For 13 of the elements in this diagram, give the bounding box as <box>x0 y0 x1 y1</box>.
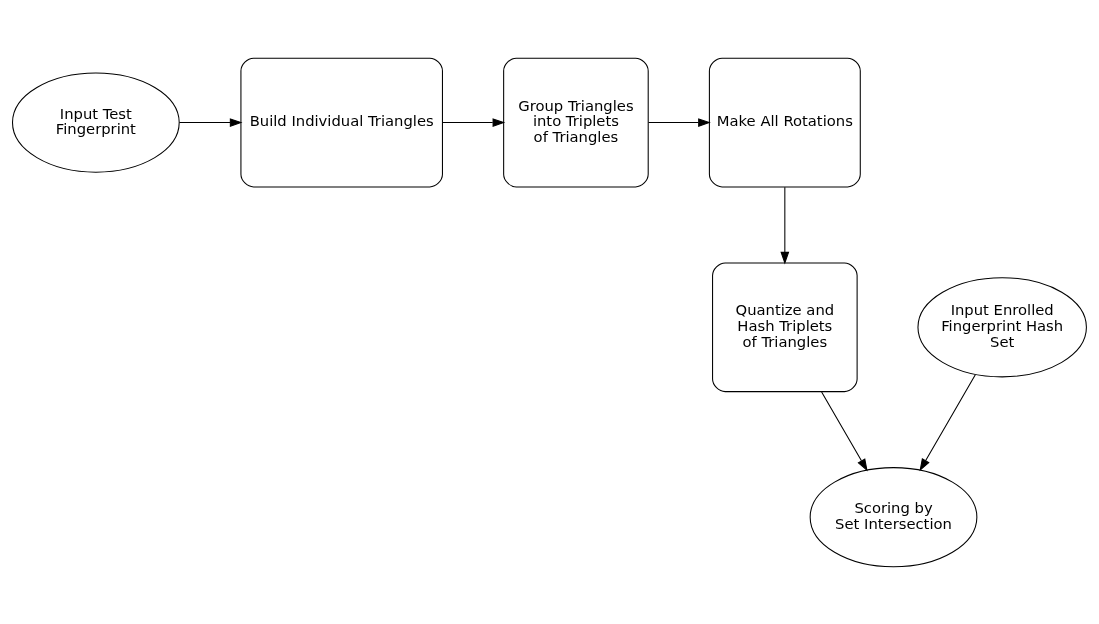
arrow <box>442 117 506 127</box>
arrow <box>780 186 790 264</box>
node-box: Make All Rotations <box>708 57 861 187</box>
arrow <box>178 117 243 127</box>
arrow <box>821 390 868 471</box>
node-ellipse: Input Test Fingerprint <box>11 71 180 173</box>
node-box: Group Triangles into Triplets of Triangles <box>503 57 649 187</box>
node-box: Quantize and Hash Triplets of Triangles <box>712 261 858 392</box>
node-ellipse: Input Enrolled Fingerprint Hash Set <box>917 276 1087 377</box>
arrow <box>919 373 976 471</box>
arrow <box>648 117 711 127</box>
node-ellipse: Scoring by Set Intersection <box>809 466 978 567</box>
node-box: Build Individual Triangles <box>240 57 443 187</box>
